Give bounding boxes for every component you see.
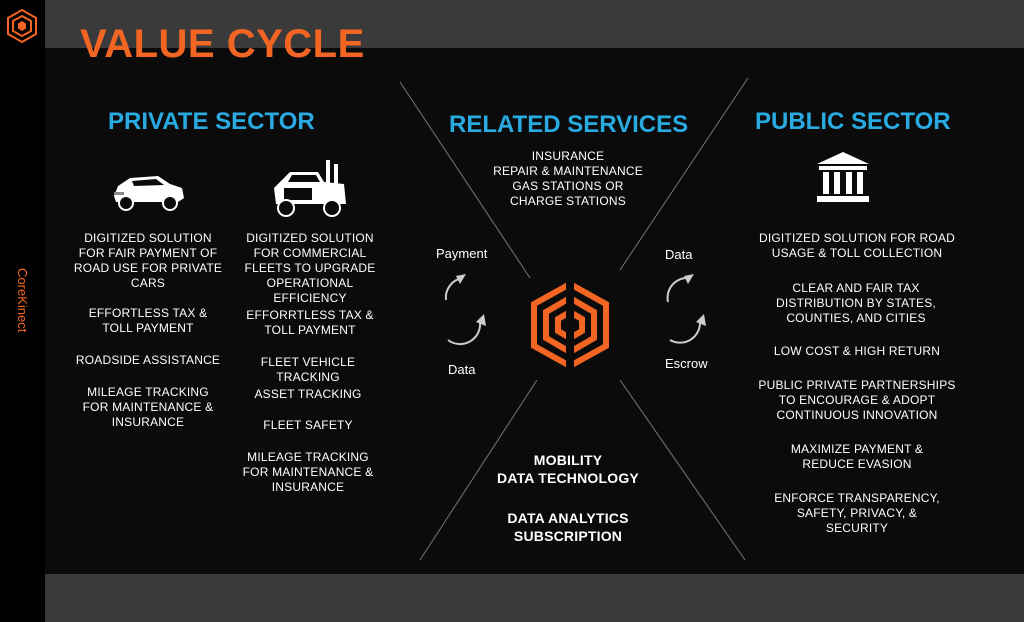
bottom-text-data-analytics: DATA ANALYTICS xyxy=(507,510,629,526)
public-sector-item: DIGITIZED SOLUTION FOR ROAD USAGE & TOLL… xyxy=(758,231,956,260)
top-frame-bar xyxy=(45,0,1024,48)
private-car-item: ROADSIDE ASSISTANCE xyxy=(75,353,221,367)
cycle-arrows-left-icon xyxy=(444,274,486,346)
public-sector-item: CLEAR AND FAIR TAX DISTRIBUTION BY STATE… xyxy=(776,281,936,325)
page-title: VALUE CYCLE xyxy=(80,22,365,66)
flow-label-payment: Payment xyxy=(436,246,488,261)
fleet-item: FLEET SAFETY xyxy=(263,418,353,432)
public-sector-item: PUBLIC PRIVATE PARTNERSHIPS TO ENCOURAGE… xyxy=(758,378,956,422)
bottom-frame-bar xyxy=(45,574,1024,622)
fleet-item: EFFORRTLESS TAX & TOLL PAYMENT xyxy=(246,308,374,337)
public-sector-title: PUBLIC SECTOR xyxy=(755,108,951,135)
government-building-icon xyxy=(817,152,869,202)
public-sector-item: LOW COST & HIGH RETURN xyxy=(773,344,941,358)
public-sector-item: MAXIMIZE PAYMENT & REDUCE EVASION xyxy=(790,442,924,471)
private-sector-title: PRIVATE SECTOR xyxy=(108,108,315,135)
fleet-item: ASSET TRACKING xyxy=(254,387,362,401)
center-corekinect-logo-icon xyxy=(531,282,609,368)
car-icon xyxy=(114,176,184,211)
related-services-title: RELATED SERVICES xyxy=(449,111,689,138)
private-car-item: DIGITIZED SOLUTION FOR FAIR PAYMENT OF R… xyxy=(73,231,223,290)
fleet-item: DIGITIZED SOLUTION FOR COMMERCIAL FLEETS… xyxy=(244,231,376,305)
flow-label-escrow: Escrow xyxy=(665,356,708,371)
private-car-item: MILEAGE TRACKING FOR MAINTENANCE & INSUR… xyxy=(82,385,214,429)
public-sector-item: ENFORCE TRANSPARENCY, SAFETY, PRIVACY, &… xyxy=(774,491,940,535)
related-service-item: REPAIR & MAINTENANCE xyxy=(493,164,643,178)
cycle-arrows-right-icon xyxy=(666,274,706,344)
flow-label-data-left: Data xyxy=(448,362,476,377)
fleet-item: MILEAGE TRACKING FOR MAINTENANCE & INSUR… xyxy=(242,450,374,494)
flow-label-data-right: Data xyxy=(665,247,693,262)
truck-icon xyxy=(274,160,346,217)
sidebar: CoreKinect xyxy=(0,0,45,622)
related-service-item: CHARGE STATIONS xyxy=(510,194,626,208)
corekinect-logo-icon xyxy=(7,8,37,44)
bottom-text-mobility: MOBILITY xyxy=(533,452,603,468)
bottom-text-subscription: SUBSCRIPTION xyxy=(513,528,623,544)
private-car-item: EFFORTLESS TAX & TOLL PAYMENT xyxy=(88,306,208,335)
related-service-item: GAS STATIONS OR xyxy=(512,179,624,193)
related-service-item: INSURANCE xyxy=(531,149,605,163)
fleet-item: FLEET VEHICLE TRACKING xyxy=(260,355,356,384)
bottom-text-data-technology: DATA TECHNOLOGY xyxy=(497,470,639,486)
